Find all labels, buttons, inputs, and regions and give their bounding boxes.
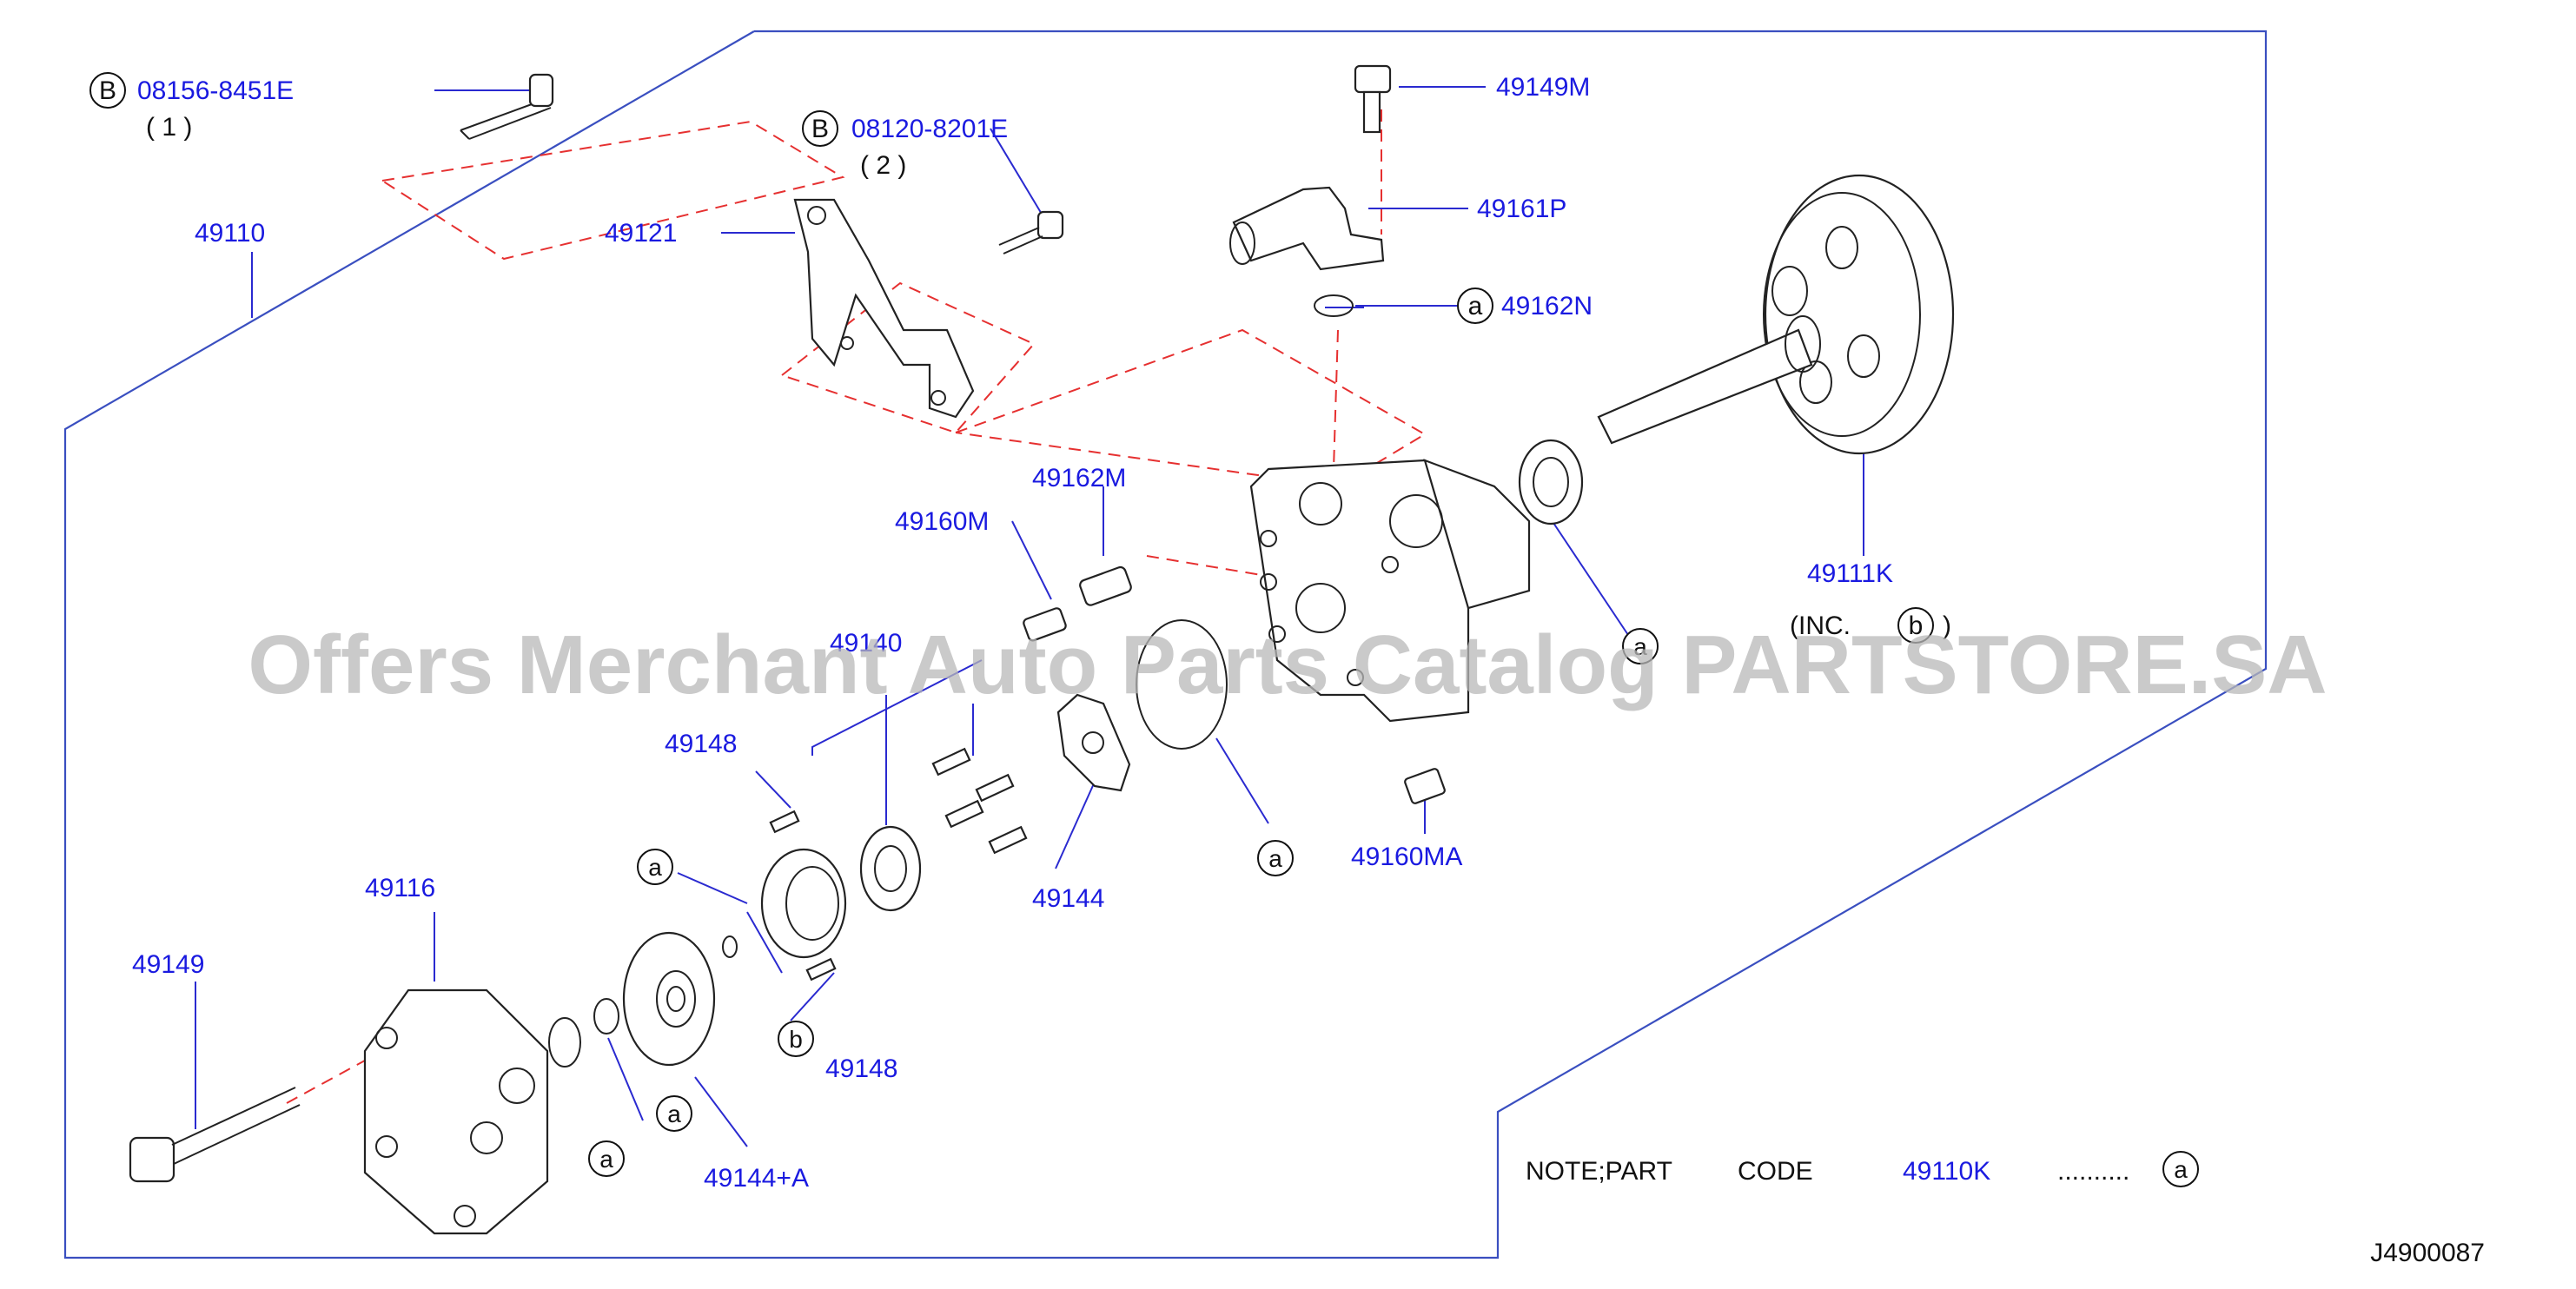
svg-text:a: a — [2174, 1156, 2188, 1183]
watermark: Offers Merchant Auto Parts Catalog PARTS… — [248, 618, 2327, 711]
callout-49140[interactable]: 49140 — [830, 629, 902, 658]
callout-08120-8201E[interactable]: B 08120-8201E ( 2 ) — [802, 110, 1008, 180]
ref-marker-b-1: b — [778, 1021, 814, 1057]
svg-text:NOTE;PART: NOTE;PART — [1526, 1157, 1672, 1186]
o-ring-small-1 — [593, 998, 619, 1035]
bolt-08156-8451E — [460, 73, 554, 140]
svg-text:B: B — [811, 115, 829, 143]
pulley-49111K — [1597, 174, 1955, 455]
pin-49148-upper — [769, 810, 800, 834]
oil-seal — [1518, 439, 1584, 526]
callout-49149[interactable]: 49149 — [132, 950, 204, 979]
plug-49160MA — [1404, 768, 1446, 804]
svg-text:): ) — [1943, 611, 1951, 640]
assembly-frame — [63, 30, 2268, 1259]
callout-49144-plus-a[interactable]: 49144+A — [704, 1164, 809, 1193]
svg-text:( 1 ): ( 1 ) — [146, 113, 192, 142]
callout-49162N[interactable]: a 49162N — [1457, 288, 1593, 324]
callout-49148-upper[interactable]: 49148 — [665, 730, 737, 758]
callout-49110[interactable]: 49110 — [195, 219, 265, 248]
callout-49144[interactable]: 49144 — [1032, 884, 1104, 913]
callout-49116[interactable]: 49116 — [365, 874, 435, 902]
o-ring-49162N — [1314, 294, 1354, 317]
ref-marker-a-1: a — [637, 849, 673, 885]
svg-text:..........: .......... — [2057, 1157, 2129, 1186]
connector-49161P — [1229, 186, 1385, 271]
ref-marker-a-4: a — [588, 1140, 625, 1177]
svg-text:08156-8451E: 08156-8451E — [137, 76, 294, 105]
diagram-code: J4900087 — [2370, 1239, 2485, 1267]
ref-marker-a-3: a — [656, 1095, 692, 1132]
cam-ring-49140 — [859, 825, 922, 912]
ref-marker-a-5: a — [1622, 628, 1659, 664]
spring-49162M — [1079, 565, 1132, 606]
o-ring-small-3 — [722, 935, 738, 958]
svg-text:a: a — [667, 1101, 681, 1127]
bolt-08120-8201E — [998, 210, 1064, 254]
leader-lines — [195, 86, 1864, 1147]
callout-49160MA[interactable]: 49160MA — [1351, 843, 1462, 871]
svg-text:( 2 ): ( 2 ) — [860, 151, 906, 180]
svg-text:b: b — [1909, 611, 1924, 640]
callout-49111K[interactable]: 49111K (INC. b ) — [1790, 559, 1951, 644]
o-ring-small-2 — [548, 1017, 581, 1068]
svg-text:B: B — [99, 76, 116, 105]
o-ring-large — [1136, 619, 1228, 750]
svg-text:a: a — [1268, 845, 1282, 872]
svg-text:(INC.: (INC. — [1790, 611, 1851, 640]
callout-49160M[interactable]: 49160M — [895, 507, 989, 536]
part-code-note: NOTE;PART CODE 49110K .......... a — [1526, 1151, 2199, 1187]
bracket-49121 — [793, 198, 975, 419]
pressure-plate-49144A — [622, 931, 716, 1067]
callout-49121[interactable]: 49121 — [605, 219, 677, 248]
svg-text:a: a — [1468, 292, 1483, 321]
svg-text:49111K: 49111K — [1807, 559, 1893, 588]
pump-body — [1249, 459, 1531, 723]
callout-08156-8451E[interactable]: B 08156-8451E ( 1 ) — [89, 72, 294, 142]
side-plate-ring — [760, 848, 847, 959]
svg-text:a: a — [1633, 633, 1647, 660]
callout-49162M[interactable]: 49162M — [1032, 464, 1126, 492]
bolt-49149M — [1354, 64, 1392, 134]
svg-text:49110K: 49110K — [1903, 1157, 1990, 1186]
callout-49149M[interactable]: 49149M — [1496, 73, 1590, 102]
svg-text:CODE: CODE — [1738, 1157, 1813, 1186]
svg-text:08120-8201E: 08120-8201E — [851, 115, 1008, 143]
bolt-49149 — [129, 1087, 301, 1183]
vanes — [931, 747, 1028, 855]
spring-49160M — [1023, 607, 1067, 642]
pin-49148-lower — [805, 957, 837, 982]
svg-text:a: a — [648, 854, 662, 881]
svg-text:49162N: 49162N — [1501, 292, 1593, 321]
housing-49116 — [363, 988, 549, 1235]
callout-49161P[interactable]: 49161P — [1477, 195, 1566, 223]
svg-text:a: a — [599, 1146, 613, 1173]
ref-marker-a-2: a — [1257, 840, 1294, 876]
svg-text:b: b — [789, 1026, 803, 1053]
rotor-49144 — [1056, 693, 1131, 792]
callout-49148-lower[interactable]: 49148 — [825, 1054, 897, 1083]
